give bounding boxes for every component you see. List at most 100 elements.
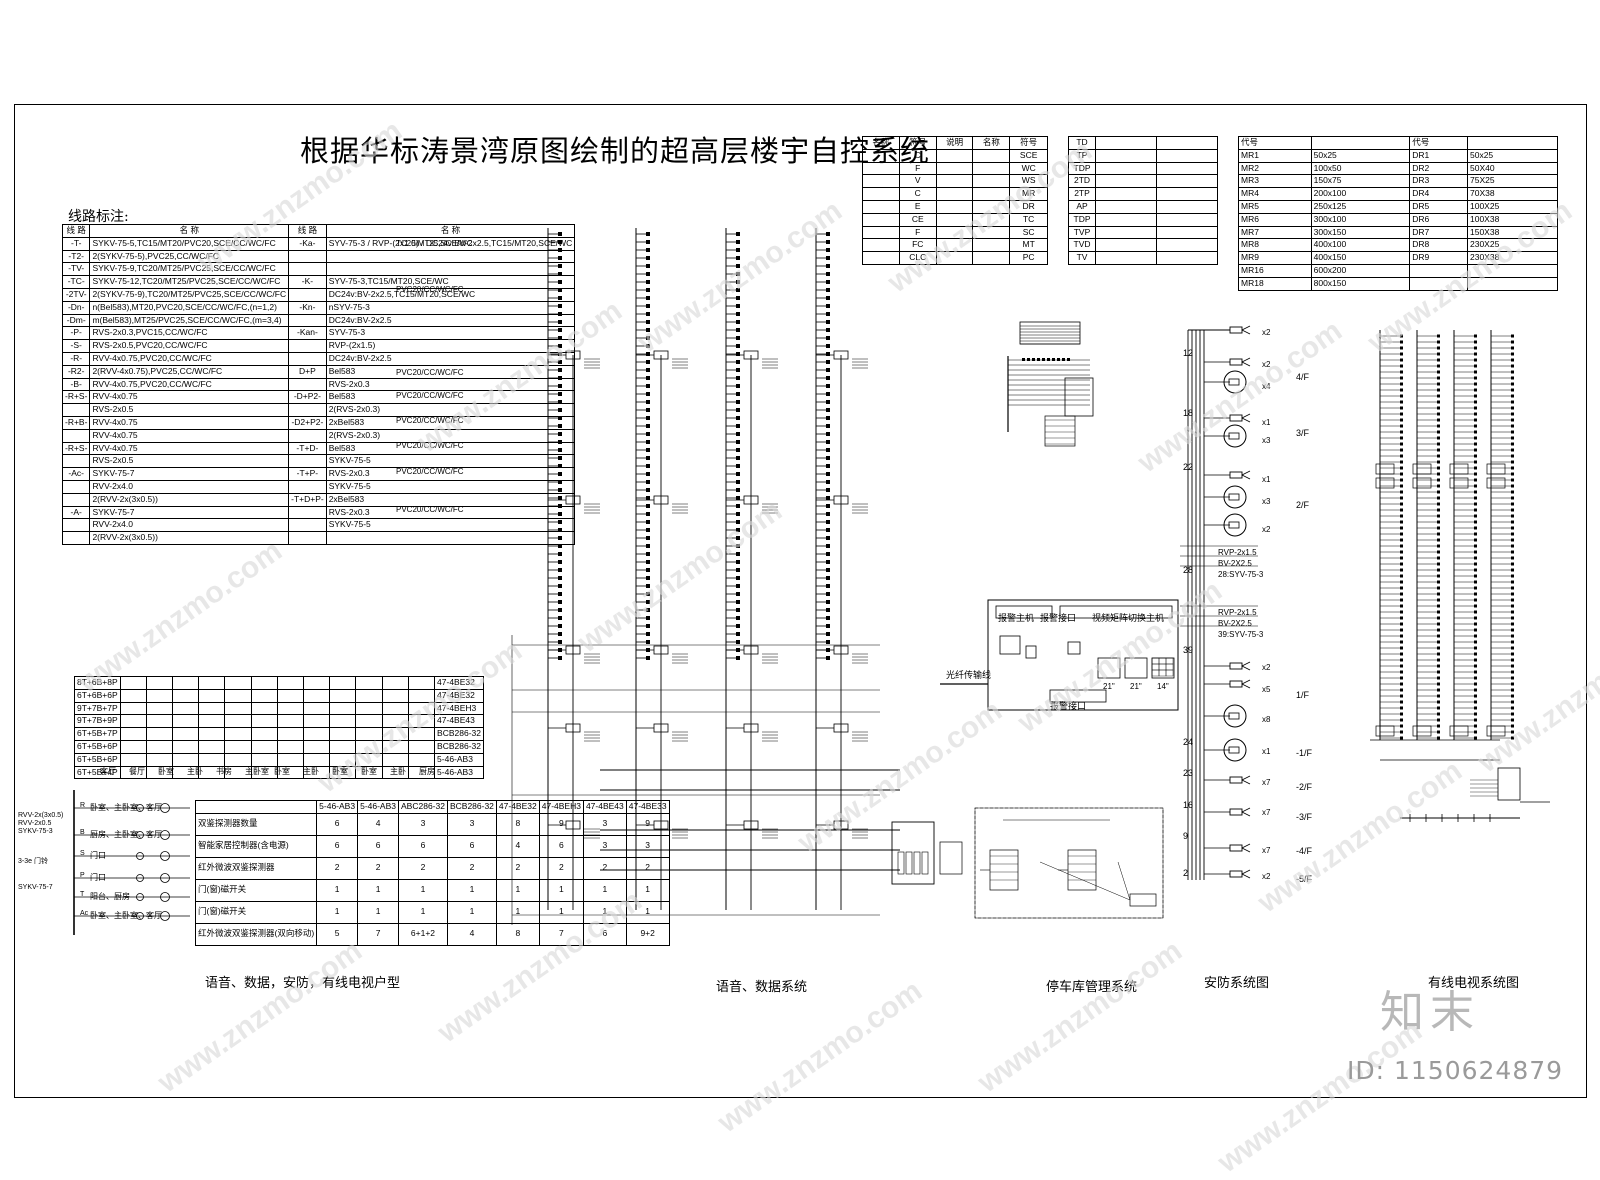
outlet-mark — [646, 416, 650, 420]
outlet-mark — [736, 656, 740, 660]
tap-mark — [1474, 544, 1477, 548]
outlet-symbol — [160, 873, 170, 883]
security-count-left: 23 — [1183, 768, 1194, 778]
line-table-row: -TC-SYKV-75-12,TC20/MT25/PVC25,SCE/CC/WC… — [61, 275, 576, 289]
outlet-mark — [826, 256, 830, 260]
outlet-mark — [646, 424, 650, 428]
tap-mark — [1400, 586, 1403, 590]
tap-mark — [1511, 568, 1514, 572]
outlet-mark — [646, 568, 650, 572]
outlet-mark — [646, 616, 650, 620]
outlet-mark — [736, 592, 740, 596]
outlet-mark — [826, 320, 830, 324]
security-floor-label: 3/F — [1296, 428, 1310, 438]
tap-mark — [1400, 496, 1403, 500]
outlet-mark — [558, 360, 562, 364]
outlet-mark — [736, 256, 740, 260]
outlet-mark — [736, 624, 740, 628]
tap-mark — [1437, 382, 1440, 386]
outlet-mark — [558, 512, 562, 516]
tap-mark — [1437, 640, 1440, 644]
tap-mark — [1437, 610, 1440, 614]
security-floor-label: 4/F — [1296, 372, 1310, 382]
outlet-mark — [826, 416, 830, 420]
tap-mark — [1474, 610, 1477, 614]
room-row-label: 红外微波双鉴探测器(双向移动) — [194, 922, 318, 946]
box — [1229, 776, 1243, 784]
tap-mark — [1474, 520, 1477, 524]
tap-mark — [1437, 736, 1440, 740]
outlet-mark — [736, 576, 740, 580]
tap-mark — [1400, 736, 1403, 740]
security-cable-label: BV-2X2.5 — [1218, 559, 1252, 568]
tap-mark — [1511, 346, 1514, 350]
tap-mark — [1511, 400, 1514, 404]
tap-mark — [1437, 424, 1440, 428]
tap-mark — [1474, 706, 1477, 710]
security-count-right: x3 — [1262, 436, 1271, 445]
box — [1228, 493, 1240, 501]
outlet-mark — [736, 496, 740, 500]
outlet-mark — [646, 496, 650, 500]
tap-mark — [1474, 736, 1477, 740]
tap-mark — [1400, 448, 1403, 452]
box — [1449, 725, 1469, 737]
tap-mark — [1511, 700, 1514, 704]
tap-mark — [1511, 502, 1514, 506]
security-floor-label: 1/F — [1296, 690, 1310, 700]
outlet-mark — [736, 376, 740, 380]
tap-mark — [1474, 574, 1477, 578]
outlet-mark — [646, 440, 650, 444]
tap-mark — [1511, 670, 1514, 674]
tap-mark — [1437, 550, 1440, 554]
outlet-mark — [646, 304, 650, 308]
security-count-right: x2 — [1262, 525, 1271, 534]
tap-mark — [1437, 538, 1440, 542]
dome-camera — [1223, 513, 1247, 537]
outlet-mark — [646, 584, 650, 588]
dome-camera — [1223, 704, 1247, 728]
tap-mark — [1511, 658, 1514, 662]
household-line-label: 厨房、主卧室、客厅 — [90, 830, 162, 839]
tap-mark — [1474, 370, 1477, 374]
tap-mark — [1474, 604, 1477, 608]
outlet-mark — [646, 264, 650, 268]
tap-mark — [1400, 388, 1403, 392]
tap-mark — [1474, 406, 1477, 410]
tap-mark — [1437, 682, 1440, 686]
security-count-right: x2 — [1262, 360, 1271, 369]
box — [921, 851, 929, 875]
household-left-label: 3-3e 门铃 — [18, 858, 48, 865]
outlet-mark — [826, 408, 830, 412]
tap-mark — [1474, 718, 1477, 722]
tap-mark — [1474, 676, 1477, 680]
room-header-label: 主卧 — [390, 767, 406, 776]
tap-mark — [1474, 400, 1477, 404]
outlet-mark — [736, 616, 740, 620]
room-header-label: 主卧 — [187, 767, 203, 776]
outlet-mark — [558, 608, 562, 612]
tap-mark — [1400, 454, 1403, 458]
line-legend-table: 线 路名 称线 路名 称 -T-SYKV-75-5,TC15/MT20/PVC2… — [61, 224, 576, 545]
security-count-right: x2 — [1262, 663, 1271, 672]
tap-mark — [1437, 406, 1440, 410]
conduit-note: PVC20/CC/WC/FC — [396, 416, 464, 425]
outlet-mark — [646, 528, 650, 532]
security-count-right: x3 — [1262, 497, 1271, 506]
tap-mark — [1437, 388, 1440, 392]
tap-mark — [1474, 496, 1477, 500]
tap-mark — [1511, 340, 1514, 344]
tap-mark — [1437, 664, 1440, 668]
household-branch-label: R — [80, 802, 86, 809]
outlet-mark — [646, 512, 650, 516]
outlet-mark — [826, 352, 830, 356]
box — [891, 821, 935, 885]
tap-mark — [1400, 712, 1403, 716]
outlet-mark — [558, 440, 562, 444]
room-row-value: 6+1+2 — [398, 922, 448, 946]
tap-mark — [1474, 724, 1477, 728]
tap-mark — [1511, 580, 1514, 584]
